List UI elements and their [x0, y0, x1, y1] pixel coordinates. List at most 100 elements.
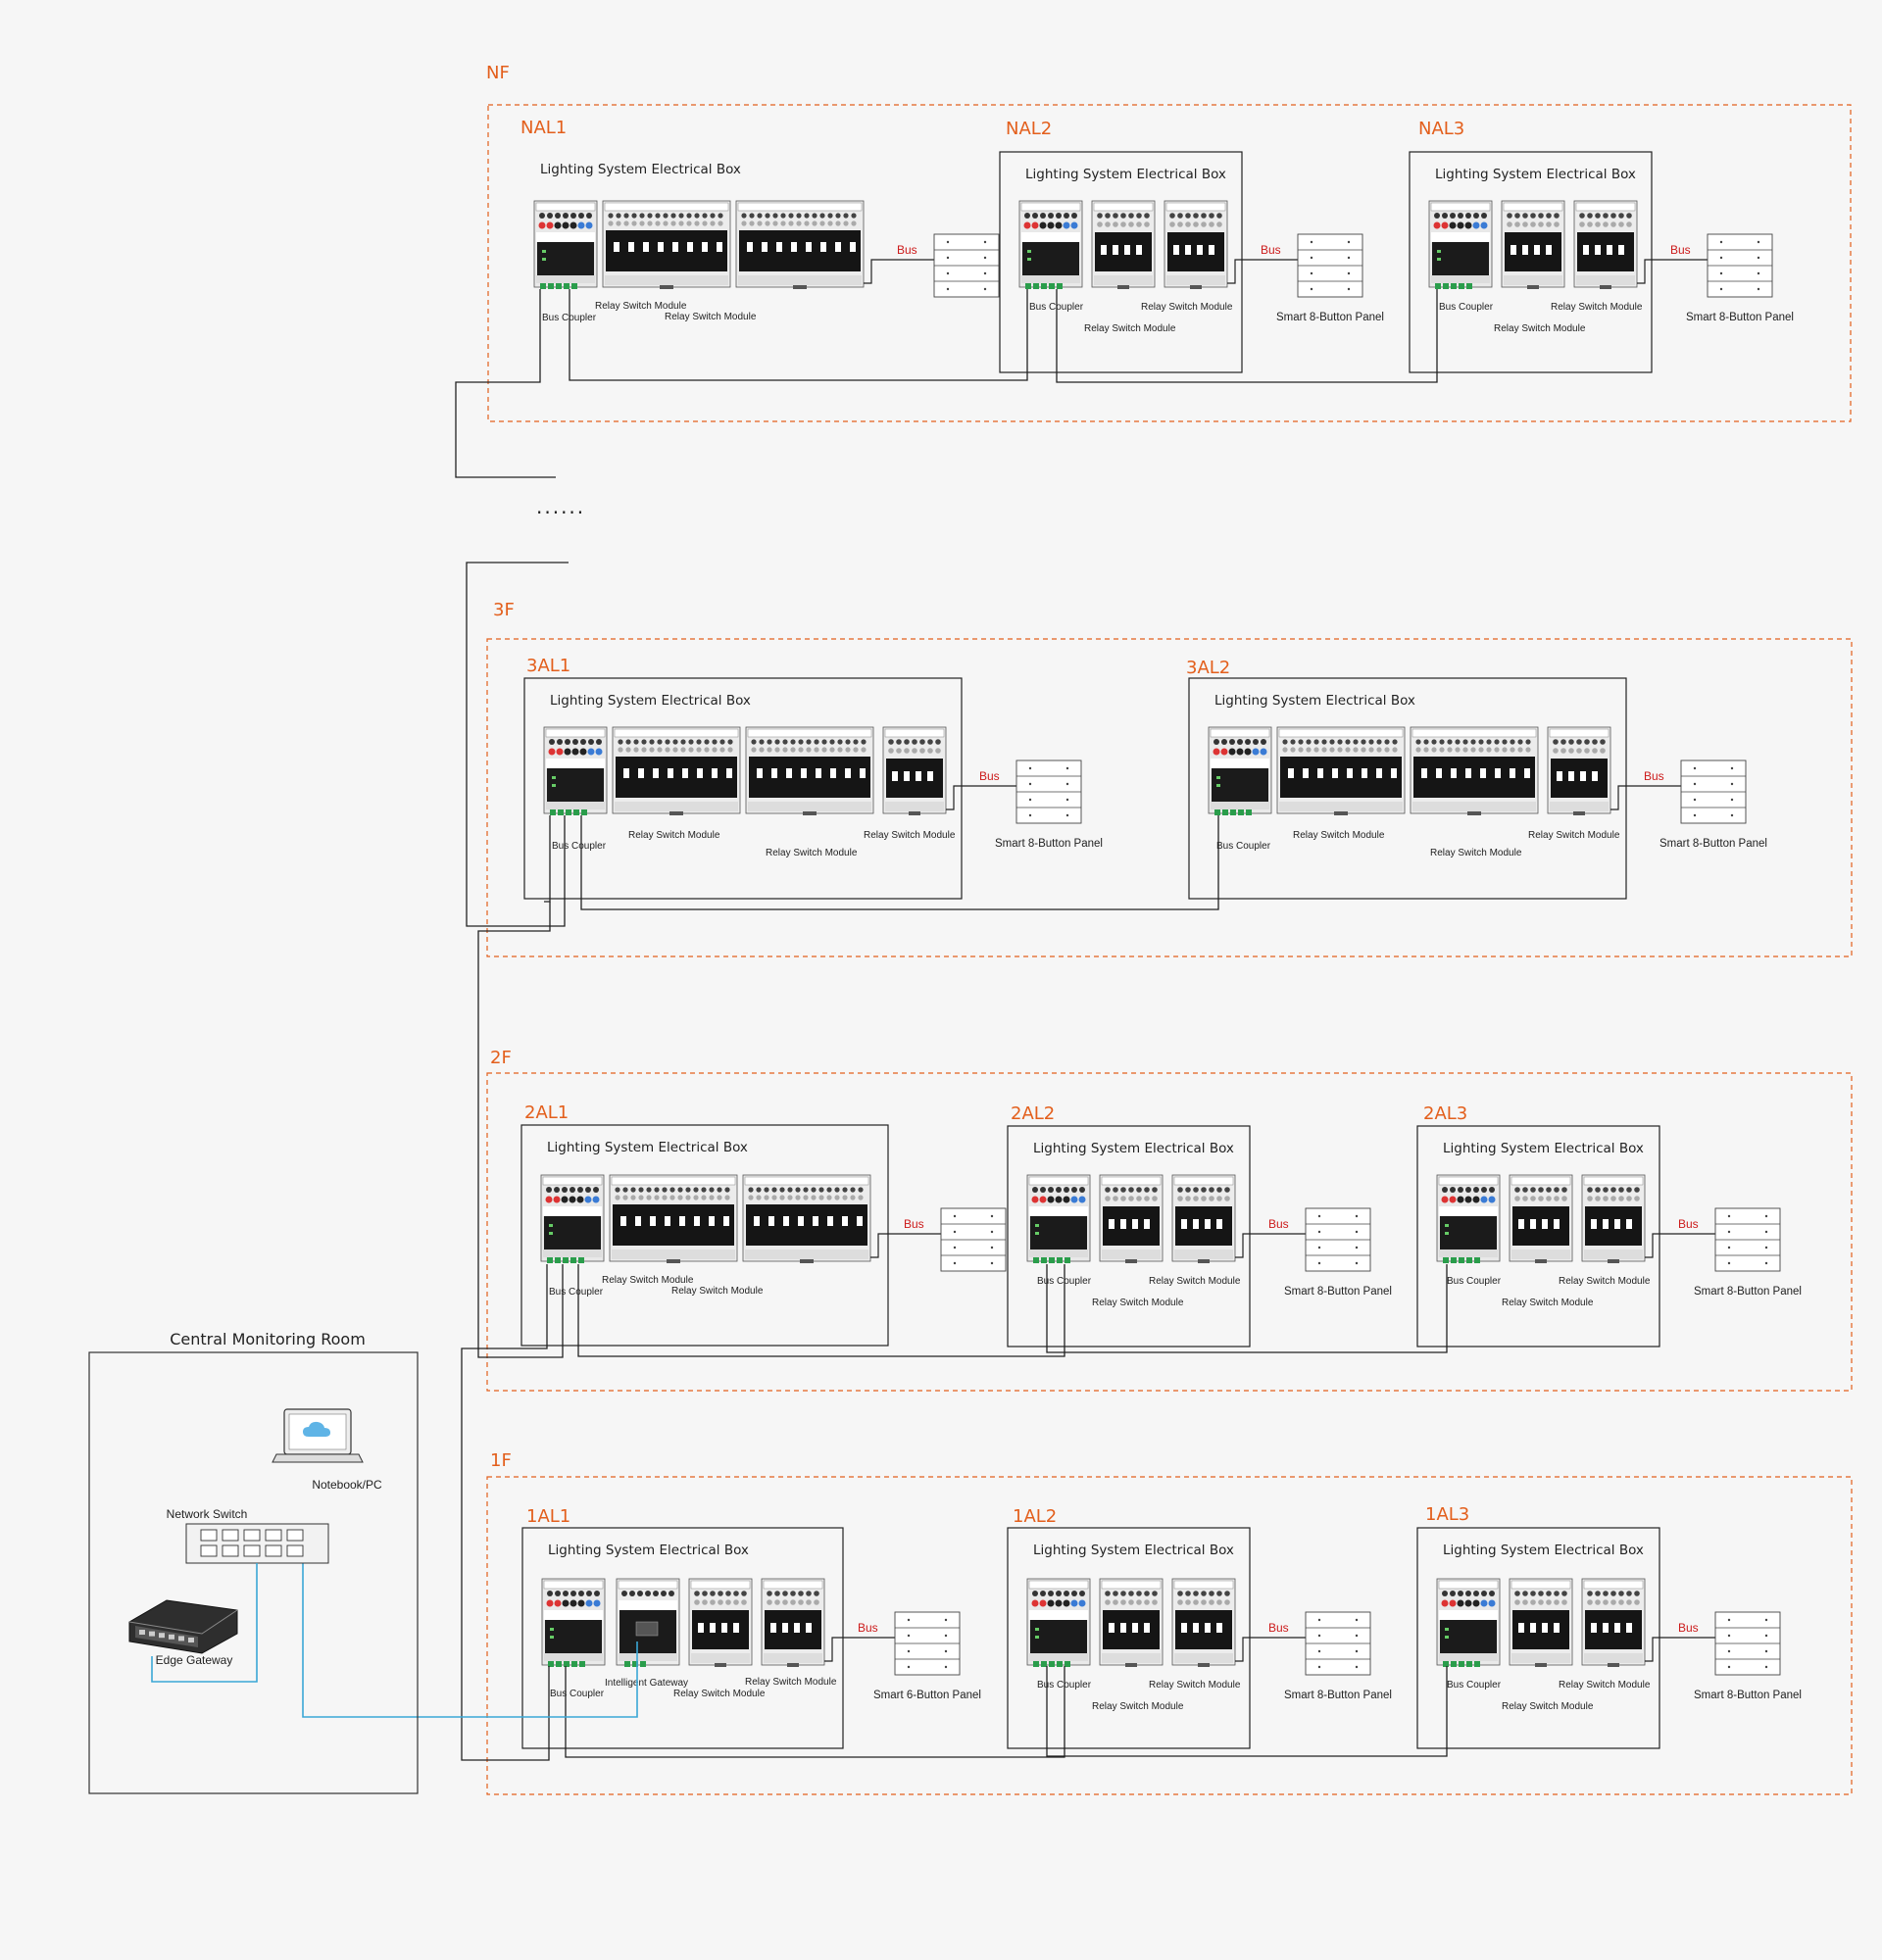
- electrical-box-frame: [1007, 1125, 1251, 1348]
- relay-switch-module-device: [735, 200, 865, 290]
- smart-8-button-panel-label: Smart 8-Button Panel: [1659, 838, 1767, 850]
- relay-switch-module-label: Relay Switch Module: [1149, 1276, 1241, 1287]
- smart-8-button-panel-label: Smart 8-Button Panel: [995, 838, 1103, 850]
- box-title: Lighting System Electrical Box: [547, 1140, 748, 1155]
- intelligent-gateway-label: Intelligent Gateway: [605, 1678, 688, 1689]
- bus-coupler-label: Bus Coupler: [1439, 302, 1494, 313]
- bus-cable: [1235, 1637, 1306, 1662]
- notebook-pc-icon: [272, 1408, 364, 1463]
- bus-coupler-label: Bus Coupler: [550, 1689, 605, 1699]
- bus-label: Bus: [1261, 243, 1281, 257]
- smart-8-button-panel-label: Smart 8-Button Panel: [1694, 1690, 1802, 1701]
- relay-switch-module-device: [1164, 200, 1228, 290]
- relay-switch-module-label: Relay Switch Module: [1092, 1701, 1184, 1712]
- relay-switch-module-label: Relay Switch Module: [1528, 830, 1620, 841]
- smart-button-panel-device: [1305, 1611, 1371, 1676]
- box-title: Lighting System Electrical Box: [1443, 1543, 1644, 1558]
- floor-label: 2F: [490, 1048, 512, 1068]
- relay-switch-module-device: [761, 1578, 825, 1668]
- relay-switch-module-label: Relay Switch Module: [595, 301, 687, 312]
- smart-8-button-panel-label: Smart 8-Button Panel: [1686, 312, 1794, 323]
- relay-switch-module-device: [1573, 200, 1638, 290]
- smart-8-button-panel-label: Smart 8-Button Panel: [1284, 1690, 1392, 1701]
- backbone-bus-wiring: ······: [302, 289, 1448, 1761]
- box-title: Lighting System Electrical Box: [1214, 693, 1415, 709]
- relay-switch-module-label: Relay Switch Module: [1559, 1276, 1651, 1287]
- box-title: Lighting System Electrical Box: [1033, 1543, 1234, 1558]
- box-id-label: 2AL3: [1423, 1103, 1467, 1124]
- bus-cable: [455, 289, 556, 478]
- smart-button-panel-device: [1297, 233, 1363, 298]
- relay-switch-module-device: [1547, 726, 1611, 816]
- box-id-label: 2AL1: [524, 1102, 569, 1123]
- network-cable: [302, 1563, 638, 1718]
- smart-button-panel-device: [1714, 1207, 1781, 1272]
- smart-button-panel-device: [1680, 760, 1747, 824]
- relay-switch-module-label: Relay Switch Module: [1494, 323, 1586, 334]
- electrical-box-frame: [1188, 677, 1627, 900]
- bus-label: Bus: [1678, 1217, 1699, 1231]
- bus-cable: [1235, 1233, 1306, 1258]
- relay-switch-module-label: Relay Switch Module: [1141, 302, 1233, 313]
- bus-cable: [1046, 1264, 1448, 1353]
- bus-coupler-label: Bus Coupler: [549, 1287, 604, 1298]
- bus-cable: [569, 289, 1028, 381]
- bus-label: Bus: [1644, 769, 1664, 783]
- relay-switch-module-device: [1171, 1578, 1236, 1668]
- intelligent-gateway-device: [616, 1578, 680, 1668]
- bus-cable: [565, 1666, 1065, 1758]
- bus-coupler-device: [1026, 1578, 1091, 1668]
- relay-switch-module-label: Relay Switch Module: [1293, 830, 1385, 841]
- bus-label: Bus: [904, 1217, 924, 1231]
- bus-cable: [1610, 785, 1681, 810]
- bus-coupler-device: [533, 200, 598, 290]
- relay-switch-module-label: Relay Switch Module: [1551, 302, 1643, 313]
- relay-switch-module-device: [688, 1578, 753, 1668]
- relay-switch-module-label: Relay Switch Module: [1559, 1680, 1651, 1690]
- bus-coupler-label: Bus Coupler: [1216, 841, 1271, 852]
- electrical-box-frame: [999, 151, 1243, 373]
- smart-6-button-panel-label: Smart 6-Button Panel: [873, 1690, 981, 1701]
- bus-cable: [1637, 259, 1708, 284]
- bus-coupler-device: [1436, 1174, 1501, 1264]
- box-title: Lighting System Electrical Box: [1435, 167, 1636, 182]
- box-id-label: 1AL2: [1013, 1506, 1057, 1527]
- bus-cable: [870, 1233, 941, 1258]
- central-monitoring-room: Central Monitoring RoomNotebook/PCNetwor…: [88, 1330, 419, 1794]
- bus-cable: [580, 815, 1219, 910]
- bus-label: Bus: [858, 1621, 878, 1635]
- bus-coupler-label: Bus Coupler: [1447, 1276, 1502, 1287]
- relay-switch-module-label: Relay Switch Module: [1092, 1298, 1184, 1308]
- bus-label: Bus: [1268, 1217, 1289, 1231]
- bus-cable: [1227, 259, 1298, 284]
- relay-switch-module-label: Relay Switch Module: [864, 830, 956, 841]
- electrical-box-frame: [523, 677, 963, 900]
- electrical-box-frame: [1416, 1125, 1660, 1348]
- bus-label: Bus: [897, 243, 917, 257]
- bus-coupler-label: Bus Coupler: [552, 841, 607, 852]
- bus-cable: [544, 815, 551, 903]
- box-id-label: 1AL3: [1425, 1504, 1469, 1525]
- smart-button-panel-device: [1707, 233, 1773, 298]
- box-id-label: NAL3: [1418, 119, 1464, 139]
- network-cable: [151, 1563, 258, 1683]
- smart-button-panel-device: [933, 233, 1000, 298]
- relay-switch-module-device: [1501, 200, 1565, 290]
- relay-switch-module-label: Relay Switch Module: [602, 1275, 694, 1286]
- relay-switch-module-device: [1091, 200, 1156, 290]
- bus-cable: [1056, 289, 1438, 383]
- relay-switch-module-label: Relay Switch Module: [1084, 323, 1176, 334]
- floor-boundary: [486, 1476, 1853, 1795]
